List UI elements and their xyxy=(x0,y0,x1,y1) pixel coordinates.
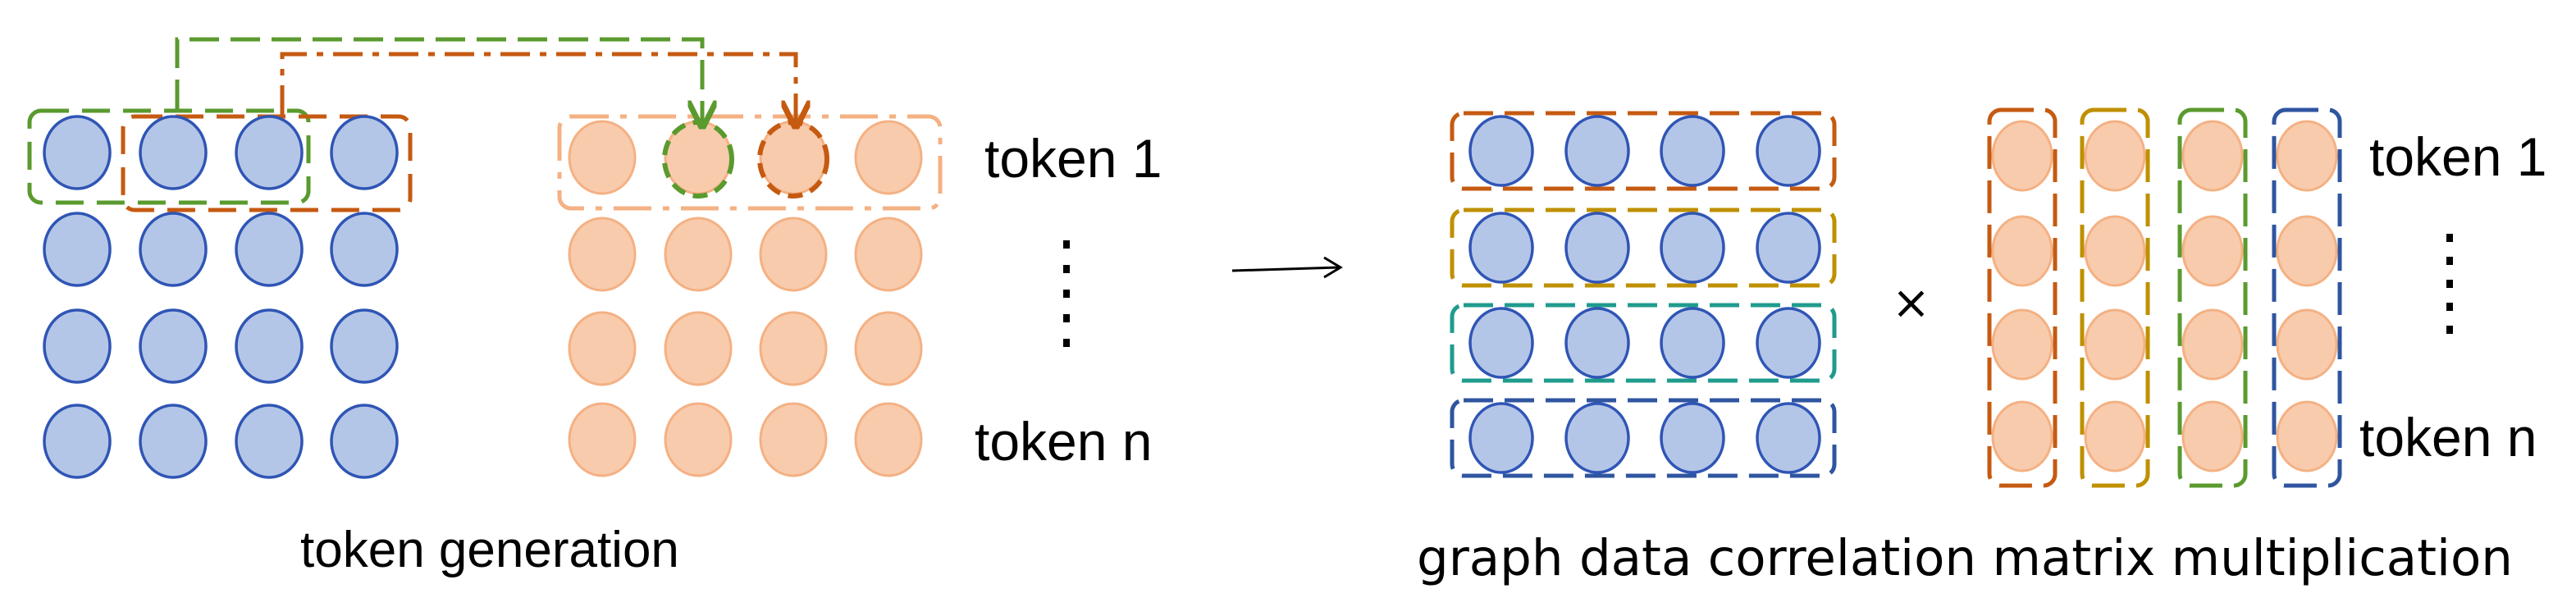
matrix-node xyxy=(1756,212,1821,284)
matrix-node xyxy=(1660,307,1725,379)
ellipsis-dot xyxy=(1063,265,1070,273)
matrix-node xyxy=(1564,212,1630,284)
matrix-token xyxy=(2181,120,2244,192)
matrix-token xyxy=(2276,120,2338,192)
token-node xyxy=(759,402,828,477)
token-node xyxy=(664,402,733,477)
matrix-token xyxy=(2181,400,2244,472)
ellipsis-dot xyxy=(1063,339,1070,347)
token-node xyxy=(664,217,733,292)
matrix-node xyxy=(1564,115,1630,187)
graph-node xyxy=(235,212,304,287)
arrow-green xyxy=(175,37,702,126)
matrix-token xyxy=(1991,215,2053,287)
token-node xyxy=(568,402,637,477)
multiply-sign: × xyxy=(1892,276,1930,330)
mapping-arrow xyxy=(1231,266,1340,272)
ellipsis-dot xyxy=(2446,280,2453,288)
token-node xyxy=(568,217,637,292)
graph-node xyxy=(43,115,112,190)
graph-node xyxy=(139,308,208,384)
graph-node xyxy=(235,308,304,384)
token-node xyxy=(664,311,733,386)
graph-node xyxy=(330,115,399,190)
row-box-teal xyxy=(1450,303,1837,383)
matrix-node xyxy=(1756,115,1821,187)
token-node xyxy=(854,311,923,386)
matrix-node xyxy=(1660,212,1725,284)
token-node xyxy=(568,120,637,195)
matrix-node xyxy=(1756,307,1821,379)
matrix-token xyxy=(2181,215,2244,287)
graph-node xyxy=(43,404,112,479)
matrix-node xyxy=(1468,115,1534,187)
left-token-first-label: token 1 xyxy=(984,128,1162,189)
ellipsis-dot xyxy=(1063,314,1070,322)
matrix-node xyxy=(1468,212,1534,284)
matrix-token xyxy=(2276,215,2338,287)
matrix-token xyxy=(2084,308,2146,381)
row-box-navy xyxy=(1450,398,1837,478)
right-token-last-label: token n xyxy=(2359,407,2537,468)
matrix-token xyxy=(2084,215,2146,287)
matrix-node xyxy=(1564,402,1630,474)
token-node xyxy=(854,217,923,292)
graph-node xyxy=(330,212,399,287)
matrix-token xyxy=(1991,308,2053,381)
ellipsis-dot xyxy=(2446,303,2453,311)
token-row-box xyxy=(557,114,943,211)
mapping-arrowhead xyxy=(1323,256,1343,279)
matrix-node xyxy=(1468,307,1534,379)
matrix-token xyxy=(1991,120,2053,192)
column-box-olive xyxy=(2080,107,2150,488)
token-node xyxy=(759,311,828,386)
matrix-token xyxy=(2084,400,2146,472)
group-box-green xyxy=(27,108,311,205)
token-node xyxy=(568,311,637,386)
row-box-orange xyxy=(1450,111,1837,191)
column-box-orange xyxy=(1987,107,2058,488)
matrix-node xyxy=(1660,402,1725,474)
graph-node xyxy=(235,404,304,479)
token-node xyxy=(854,402,923,477)
row-box-olive xyxy=(1450,208,1837,288)
column-box-navy xyxy=(2272,107,2342,488)
graph-node xyxy=(139,115,208,190)
graph-node xyxy=(235,115,304,190)
matrix-node xyxy=(1564,307,1630,379)
graph-node xyxy=(330,404,399,479)
matrix-token xyxy=(2276,400,2338,472)
matrix-node xyxy=(1756,402,1821,474)
right-token-first-label: token 1 xyxy=(2369,126,2547,187)
matrix-token xyxy=(2276,308,2338,381)
matrix-node xyxy=(1660,115,1725,187)
right-caption: graph data correlation matrix multiplica… xyxy=(1417,529,2513,587)
left-caption: token generation xyxy=(300,522,679,578)
graph-node xyxy=(139,404,208,479)
ellipsis-dot xyxy=(2446,257,2453,265)
matrix-node xyxy=(1468,402,1534,474)
token-node xyxy=(759,217,828,292)
column-box-green xyxy=(2177,107,2248,488)
ellipsis-dot xyxy=(1063,240,1070,249)
left-token-last-label: token n xyxy=(975,411,1153,472)
token-node xyxy=(854,120,923,195)
graph-node xyxy=(330,308,399,384)
matrix-token xyxy=(1991,400,2053,472)
matrix-token xyxy=(2084,120,2146,192)
graph-node xyxy=(43,212,112,287)
ellipsis-dot xyxy=(1063,290,1070,298)
ellipsis-dot xyxy=(2446,234,2453,242)
ellipsis-dot xyxy=(2446,326,2453,334)
graph-node xyxy=(139,212,208,287)
matrix-token xyxy=(2181,308,2244,381)
graph-node xyxy=(43,308,112,384)
